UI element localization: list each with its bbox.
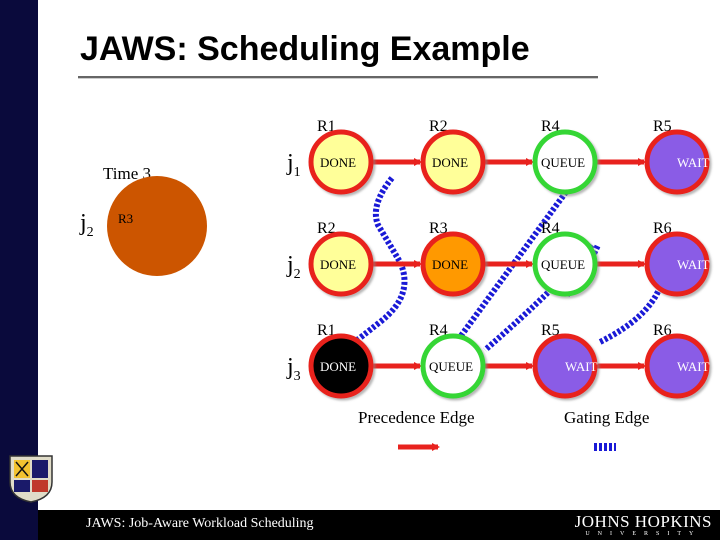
task-state-label: DONE xyxy=(320,257,356,272)
left-accent-bar xyxy=(0,0,38,540)
task-node xyxy=(308,129,374,195)
scheduling-diagram: Time 3 j2 R3 j1R1DONER2DONER4QUEUER5WAIT… xyxy=(79,118,710,451)
left-job-label: j2 xyxy=(79,210,94,240)
resource-label: R3 xyxy=(429,220,448,237)
footer-text: JAWS: Job-Aware Workload Scheduling xyxy=(86,516,314,531)
task-node xyxy=(532,231,598,297)
task-node xyxy=(308,333,374,399)
task-state-label: QUEUE xyxy=(541,257,585,272)
task-state-label: DONE xyxy=(432,155,468,170)
task-state-label: WAIT xyxy=(565,359,598,374)
task-state-label: WAIT xyxy=(677,155,710,170)
resource-label: R1 xyxy=(317,322,336,339)
time-label: Time 3 xyxy=(103,164,151,183)
task-state-label: DONE xyxy=(320,359,356,374)
gating-edge-5 xyxy=(598,285,663,345)
university-seal-icon xyxy=(9,455,53,503)
job-label: j3 xyxy=(286,354,301,384)
task-state-label: DONE xyxy=(320,155,356,170)
resource-label: R2 xyxy=(317,220,336,237)
job-label: j2 xyxy=(286,252,301,282)
resource-label: R5 xyxy=(653,118,672,135)
task-state-label: QUEUE xyxy=(541,155,585,170)
resource-label: R6 xyxy=(653,322,672,339)
resource-label: R6 xyxy=(653,220,672,237)
task-node xyxy=(532,129,598,195)
resource-label: R1 xyxy=(317,118,336,135)
task-state-label: QUEUE xyxy=(429,359,473,374)
logo-line2: UNIVERSITY xyxy=(585,531,702,537)
job-label: j1 xyxy=(286,150,301,180)
task-state-label: WAIT xyxy=(677,257,710,272)
task-node xyxy=(420,129,486,195)
resource-label: R4 xyxy=(541,118,560,135)
title-underline xyxy=(78,76,598,78)
task-node xyxy=(644,231,710,297)
job-rows: j1R1DONER2DONER4QUEUER5WAITj2R2DONER3DON… xyxy=(286,118,710,399)
logo-line1: JOHNS HOPKINS xyxy=(574,512,712,531)
left-current-node xyxy=(107,176,207,276)
task-node xyxy=(308,231,374,297)
footer-bar: JAWS: Job-Aware Workload Scheduling JOHN… xyxy=(38,510,720,540)
jhu-logo: JOHNS HOPKINS UNIVERSITY xyxy=(575,512,712,537)
slide-title: JAWS: Scheduling Example xyxy=(80,30,530,68)
task-node xyxy=(420,333,486,399)
task-state-label: DONE xyxy=(432,257,468,272)
task-node xyxy=(644,333,710,399)
precedence-legend-label: Precedence Edge xyxy=(358,408,475,427)
task-node xyxy=(644,129,710,195)
precedence-edges xyxy=(371,158,646,370)
task-node xyxy=(532,333,598,399)
left-node-text: R3 xyxy=(118,211,133,226)
resource-label: R2 xyxy=(429,118,448,135)
gating-edge-1 xyxy=(350,176,408,347)
task-node xyxy=(420,231,486,297)
resource-label: R5 xyxy=(541,322,560,339)
resource-label: R4 xyxy=(429,322,448,339)
resource-label: R4 xyxy=(541,220,560,237)
gating-legend-label: Gating Edge xyxy=(564,408,649,427)
task-state-label: WAIT xyxy=(677,359,710,374)
